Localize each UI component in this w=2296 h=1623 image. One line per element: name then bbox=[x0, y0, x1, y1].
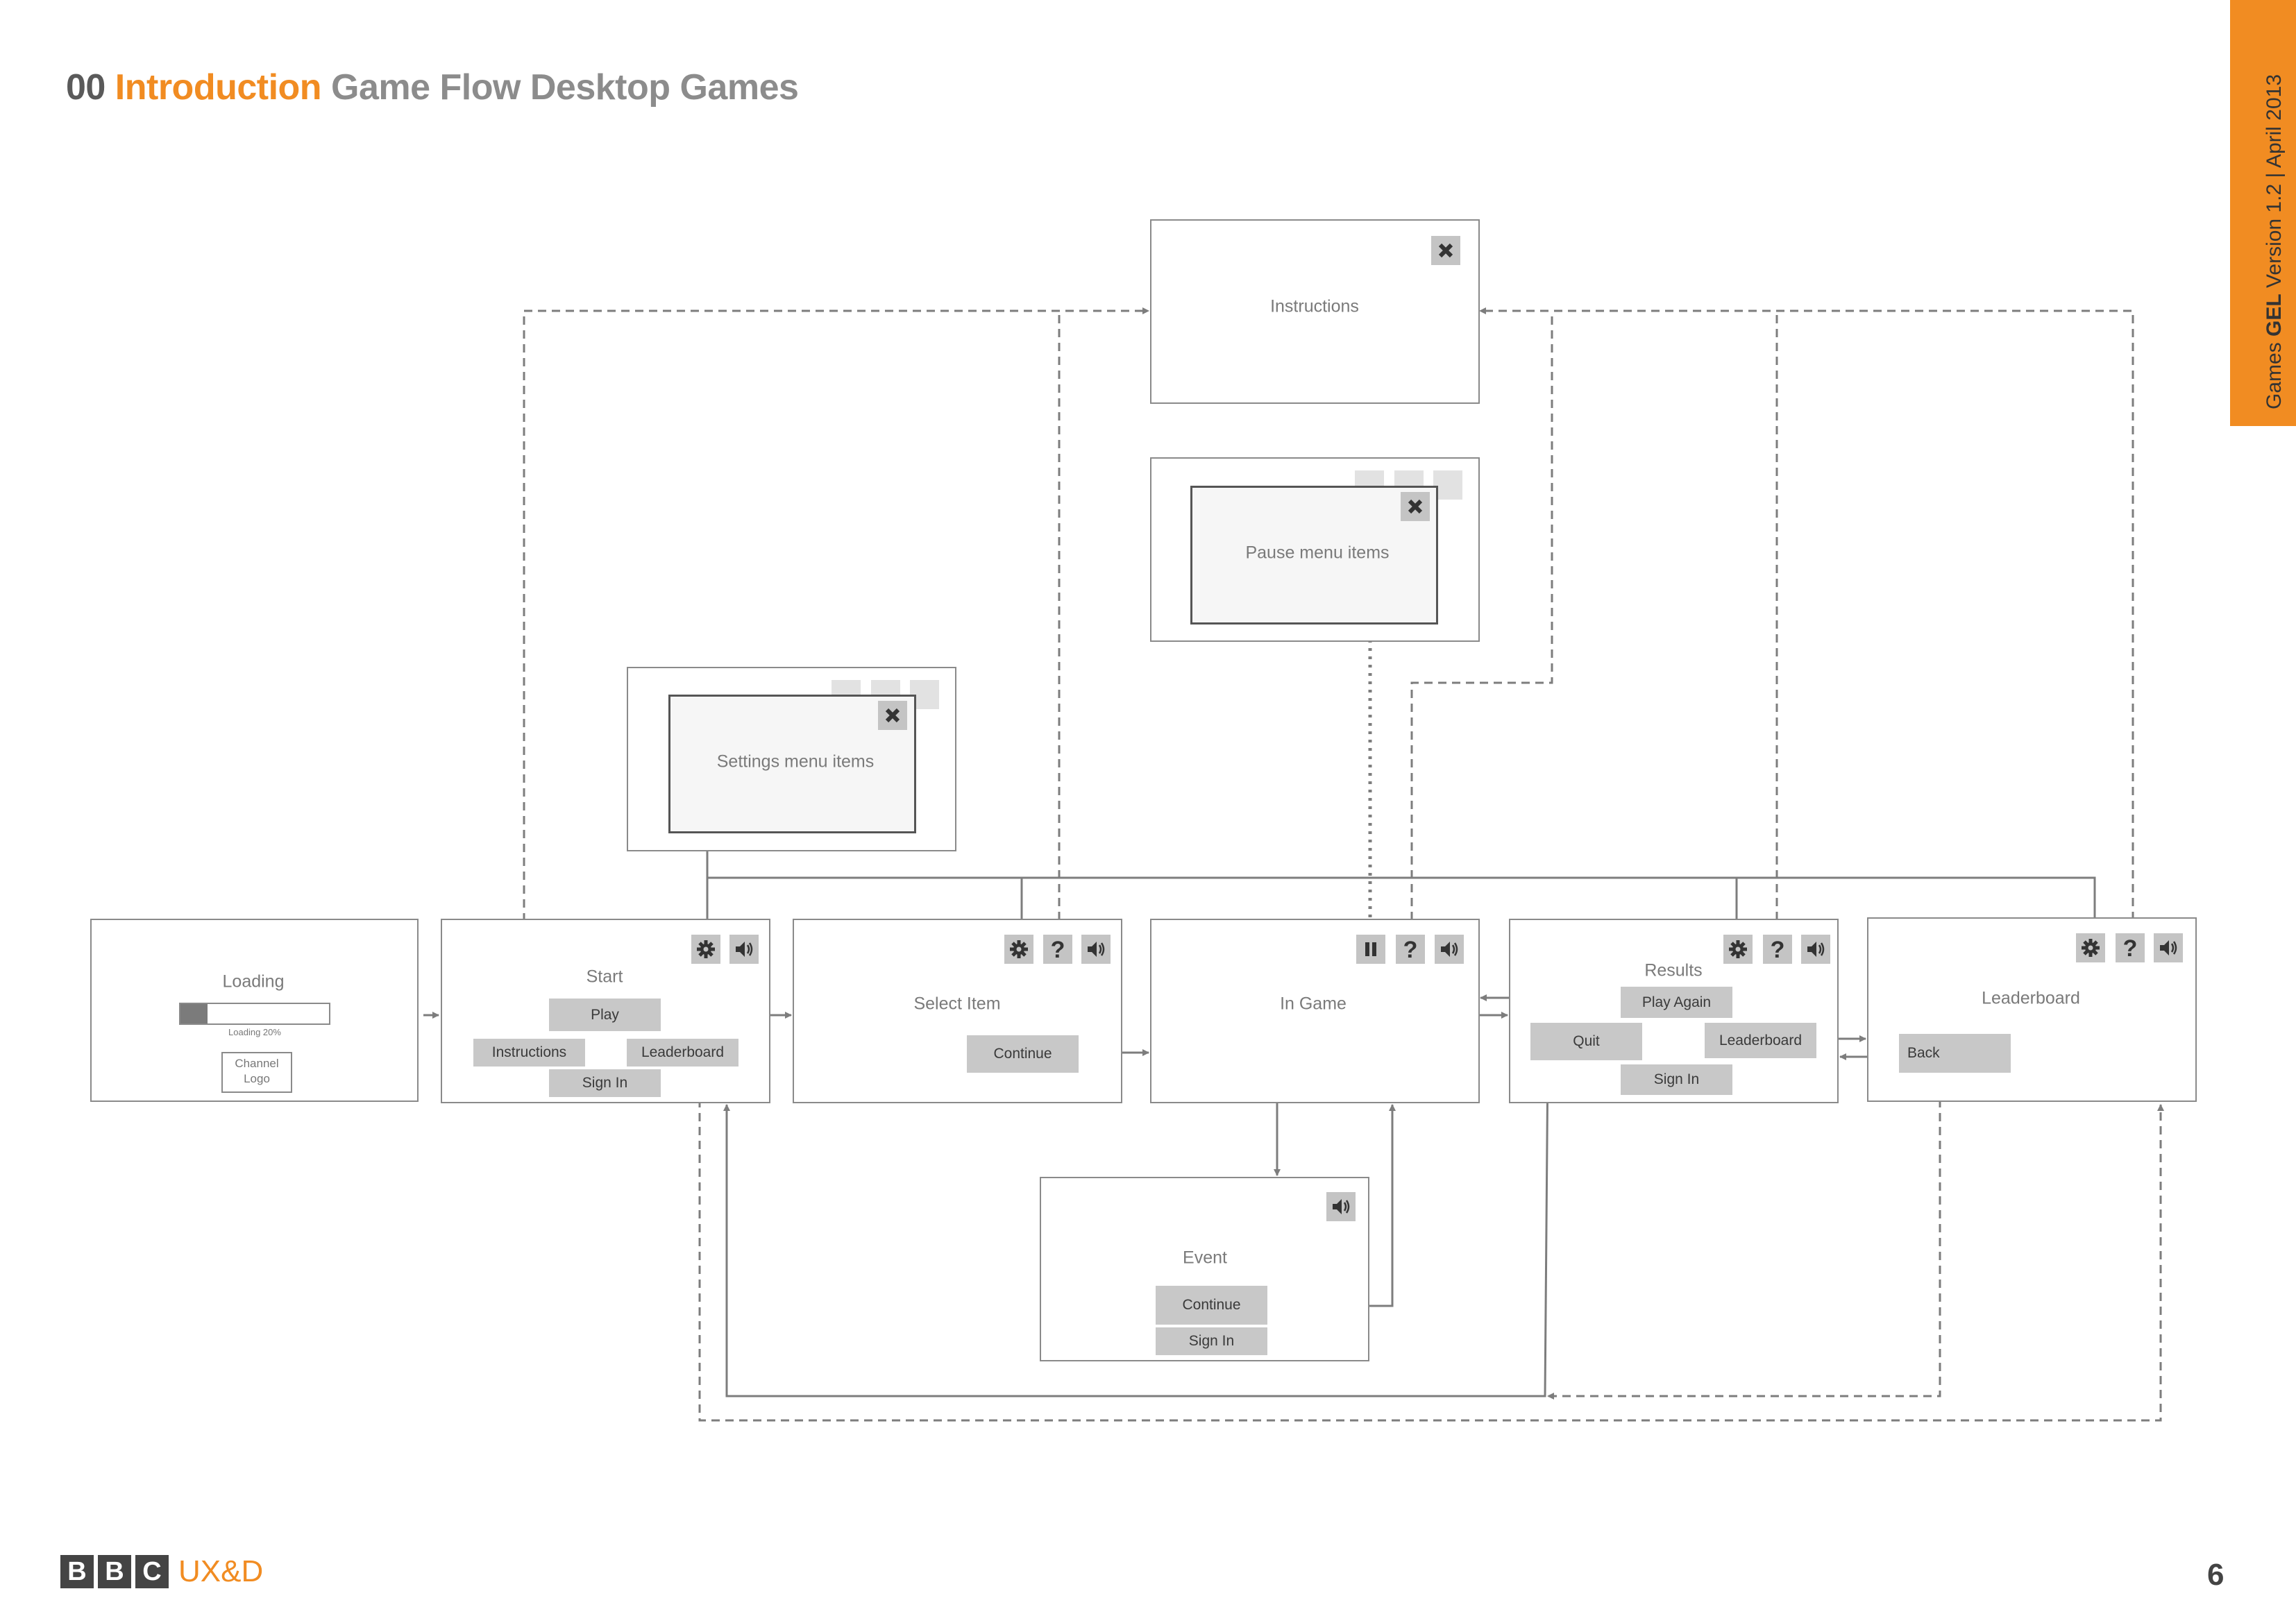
bbc-letter-b2: B bbox=[98, 1555, 131, 1588]
leaderboard-screen: ? bbox=[1867, 917, 2197, 1102]
settings-menu-panel bbox=[668, 695, 916, 833]
play-again-button[interactable]: Play Again bbox=[1621, 987, 1732, 1018]
loading-progress-fill bbox=[180, 1004, 208, 1023]
speaker-icon bbox=[1433, 470, 1462, 500]
question-icon[interactable]: ? bbox=[2116, 933, 2145, 962]
question-icon[interactable]: ? bbox=[1763, 935, 1792, 964]
side-tab bbox=[2230, 0, 2296, 426]
speaker-icon[interactable] bbox=[1435, 935, 1464, 964]
instructions-title: Instructions bbox=[1270, 296, 1359, 316]
page-number: 6 bbox=[2207, 1558, 2225, 1592]
channel-logo: Channel Logo bbox=[221, 1052, 292, 1093]
svg-text:?: ? bbox=[1403, 937, 1418, 963]
leaderboard-loop bbox=[698, 1071, 2164, 1422]
channel-logo-line1: Channel bbox=[235, 1057, 279, 1070]
pause-icon[interactable] bbox=[1356, 935, 1385, 964]
start-sign-in-button[interactable]: Sign In bbox=[549, 1069, 661, 1097]
brand-suffix: UX&D bbox=[178, 1554, 264, 1588]
select-continue-button[interactable]: Continue bbox=[967, 1035, 1079, 1073]
svg-text:?: ? bbox=[1771, 937, 1785, 963]
play-button[interactable]: Play bbox=[549, 999, 661, 1031]
start-leaderboard-button[interactable]: Leaderboard bbox=[627, 1039, 738, 1067]
section-number: 00 bbox=[66, 67, 105, 108]
results-leaderboard-button[interactable]: Leaderboard bbox=[1705, 1023, 1816, 1058]
question-icon[interactable]: ? bbox=[1396, 935, 1425, 964]
event-sign-in-button[interactable]: Sign In bbox=[1156, 1327, 1267, 1355]
loading-progress-label: Loading 20% bbox=[228, 1027, 281, 1037]
speaker-icon[interactable] bbox=[1326, 1192, 1356, 1221]
start-title: Start bbox=[586, 967, 623, 987]
section-name: Introduction bbox=[115, 67, 322, 108]
speaker-icon[interactable] bbox=[729, 935, 759, 964]
instructions-button[interactable]: Instructions bbox=[473, 1039, 585, 1067]
quit-to-start bbox=[723, 1057, 1549, 1397]
speaker-icon[interactable] bbox=[1801, 935, 1830, 964]
instructions-right-link bbox=[1479, 307, 2134, 934]
svg-text:?: ? bbox=[2123, 935, 2138, 962]
event-title: Event bbox=[1183, 1248, 1227, 1268]
question-icon[interactable]: ? bbox=[1043, 935, 1072, 964]
close-icon[interactable] bbox=[1401, 492, 1430, 521]
back-button[interactable]: Back bbox=[1899, 1034, 2011, 1073]
channel-logo-line2: Logo bbox=[244, 1072, 270, 1085]
back-to-start bbox=[1547, 1071, 1941, 1400]
bbc-letter-b1: B bbox=[60, 1555, 94, 1588]
pause-menu-title: Pause menu items bbox=[1245, 543, 1390, 563]
close-icon[interactable] bbox=[1431, 236, 1460, 265]
ingame-help-link bbox=[1410, 311, 1553, 934]
gear-icon[interactable] bbox=[1004, 935, 1033, 964]
select-item-title: Select Item bbox=[913, 994, 1001, 1014]
results-title: Results bbox=[1644, 960, 1703, 980]
in-game-screen: ? bbox=[1150, 919, 1480, 1103]
results-sign-in-button[interactable]: Sign In bbox=[1621, 1064, 1732, 1095]
speaker-icon[interactable] bbox=[2154, 933, 2183, 962]
pause-menu-panel bbox=[1190, 486, 1438, 624]
svg-text:?: ? bbox=[1051, 937, 1065, 963]
settings-bus bbox=[706, 876, 2096, 934]
loading-progress-bar bbox=[179, 1003, 330, 1025]
gear-icon[interactable] bbox=[691, 935, 720, 964]
gear-icon[interactable] bbox=[2076, 933, 2105, 962]
in-game-title: In Game bbox=[1280, 994, 1347, 1014]
quit-button[interactable]: Quit bbox=[1530, 1023, 1642, 1060]
loading-title: Loading bbox=[222, 971, 285, 992]
page-title: 00 Introduction Game Flow Desktop Games bbox=[66, 67, 799, 108]
gear-icon[interactable] bbox=[1723, 935, 1753, 964]
instructions-left-link bbox=[523, 307, 1149, 1046]
close-icon[interactable] bbox=[878, 701, 907, 730]
event-continue-button[interactable]: Continue bbox=[1156, 1286, 1267, 1325]
settings-menu-title: Settings menu items bbox=[716, 751, 875, 772]
bbc-logo: B B C UX&D bbox=[60, 1554, 263, 1589]
page-heading: Game Flow Desktop Games bbox=[331, 67, 799, 108]
speaker-icon[interactable] bbox=[1081, 935, 1111, 964]
bbc-letter-c: C bbox=[135, 1555, 169, 1588]
instructions-screen bbox=[1150, 219, 1480, 404]
leaderboard-title: Leaderboard bbox=[1982, 988, 2080, 1008]
